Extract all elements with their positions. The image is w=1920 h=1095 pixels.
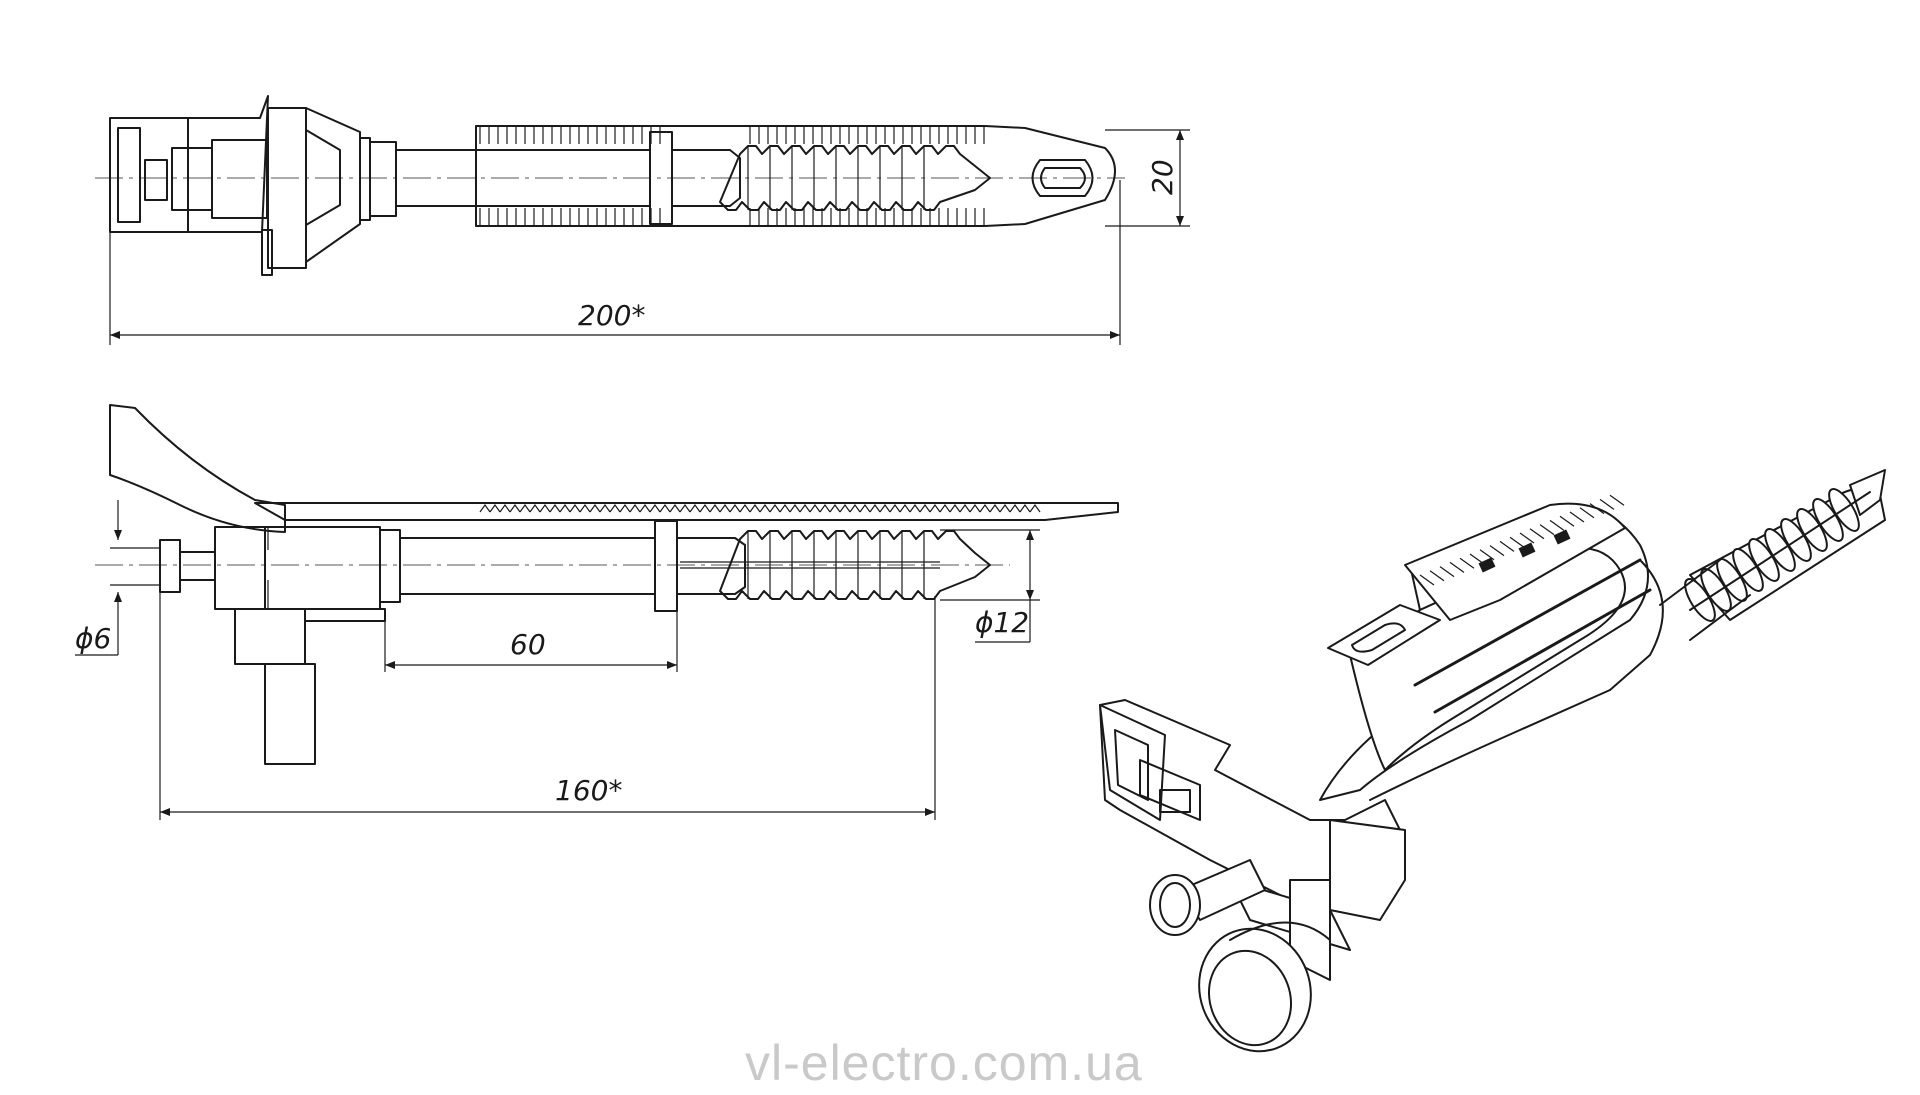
- dim-width-20: 20: [1146, 159, 1179, 195]
- ribbed-plug-top: [719, 145, 991, 211]
- ribbed-plug-side: [719, 530, 991, 600]
- strap-teeth-top: [479, 126, 985, 226]
- dim-diameter-6: ϕ6: [75, 622, 111, 655]
- strap-teeth-side: [479, 503, 1041, 513]
- side-view: ϕ6 ϕ12 60 160*: [75, 404, 1119, 820]
- watermark: vl-electro.com.ua: [745, 1035, 1143, 1091]
- dim-diameter-12: ϕ12: [975, 606, 1029, 639]
- dim-length-200: 200*: [578, 299, 645, 332]
- dim-length-160: 160*: [555, 774, 622, 807]
- iso-plug: [1684, 469, 1886, 622]
- dim-length-60: 60: [510, 628, 546, 661]
- top-view: 20 200*: [95, 95, 1190, 345]
- isometric-view: [1099, 469, 1886, 1053]
